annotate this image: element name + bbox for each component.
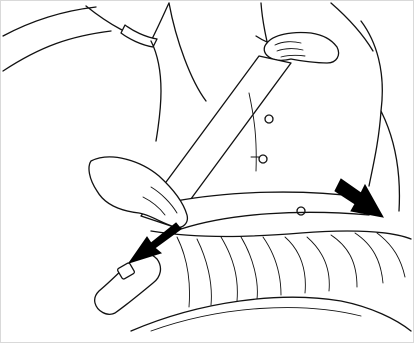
lap-belt <box>176 192 369 229</box>
shirt-button-2 <box>259 155 267 163</box>
seat-quilting <box>177 233 405 307</box>
child-torso-outline <box>261 3 382 186</box>
left-arm-outline <box>3 7 111 71</box>
shirt-button-1 <box>265 115 273 123</box>
upper-hand <box>264 32 338 63</box>
seat-base-curve <box>151 308 361 331</box>
lower-hand <box>89 157 187 227</box>
